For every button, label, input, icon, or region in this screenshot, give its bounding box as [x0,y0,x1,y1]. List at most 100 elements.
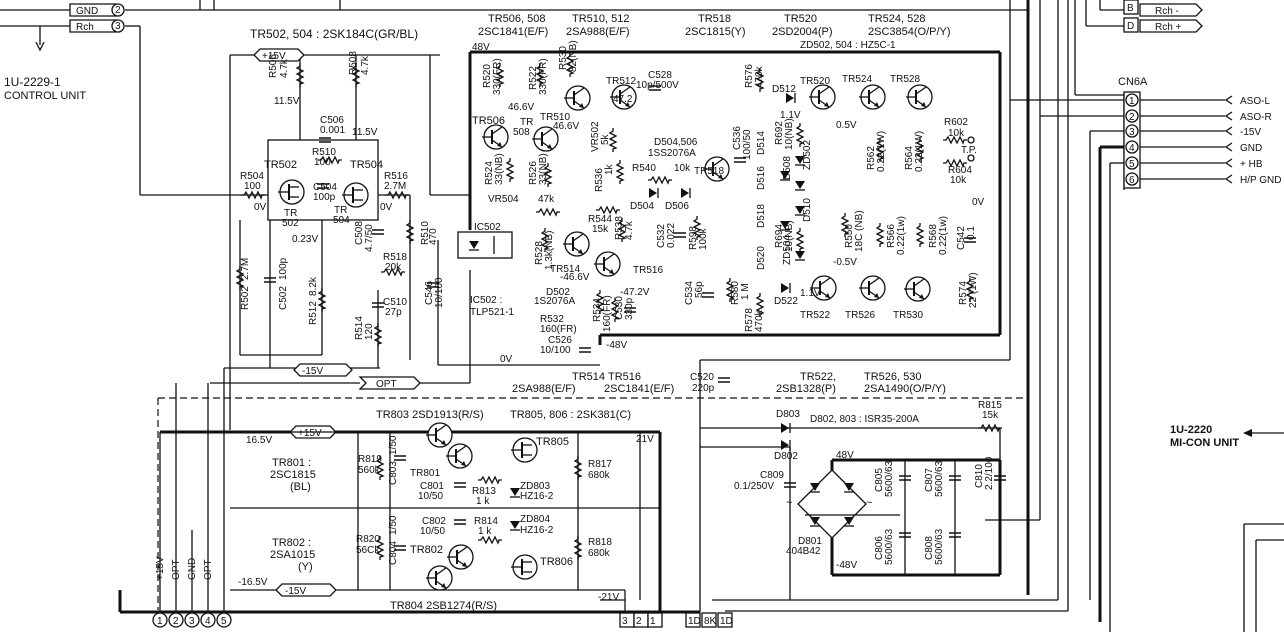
passive-components [236,52,1007,561]
r538: R538 [614,216,625,240]
heading-tr506-type: 2SC1841(E/F) [478,26,548,38]
tr504-symbol [341,182,369,208]
r814-value: 1 k [478,526,492,537]
c542: C542 [956,226,967,250]
left-unit-name: CONTROL UNIT [4,90,86,102]
c810-value: 2.2/100 [984,456,995,490]
tr803-symbol [425,422,453,448]
tr801-side-label: TR801 : [272,457,311,469]
r530-value: 82(NB) [568,40,579,72]
r562-value: 0.22(1W) [876,131,887,172]
r817-value: 680k [588,470,611,481]
r574-value: 22 (1W) [968,272,979,308]
c536-value: 100/50 [742,129,753,160]
volt-m47v2: -47.2V [620,287,650,298]
heading-tr526: TR526, 530 [864,371,921,383]
zd502-label: ZD502 [802,140,813,170]
c534: C534 [684,281,695,305]
cn6a-arrow [1224,126,1233,136]
volt-1v1-b: 1.1V [800,288,821,299]
bottom-pin-circle [168,612,184,628]
r544: R544 [588,214,612,225]
bottom-pin-label: GND [187,558,198,580]
heading-tr516-type: 2SC1841(E/F) [604,383,674,395]
right-unit-code: 1U-2220 [1170,424,1212,436]
c809-value: 0.1/250V [734,481,774,492]
heading-d802: D802, 803 : ISR35-200A [810,414,919,425]
r550-value: 18C (NB) [854,210,865,252]
r520: R520 [482,64,493,88]
c520: C520 [690,372,714,383]
tr806-symbol [510,554,538,580]
r580: R580 [730,281,741,305]
rail-0v-b: 0V [380,202,393,213]
cn6a-pin-label: H/P GND [1240,175,1282,186]
heading-tr522-type: 2SB1328(P) [776,383,836,395]
tr510-label: TR510 [540,112,570,123]
tr512-label: TR512 [606,76,636,87]
r820: R820 [356,534,380,545]
r692: R692 [774,121,785,145]
vr504: VR504 [488,194,519,205]
rail-m16v5: -16.5V [238,577,268,588]
cn6a-pin-label: + HB [1240,159,1263,170]
r564: R564 [904,146,915,170]
r514: R514 [354,316,365,340]
r578: R578 [744,308,755,332]
rail-m15: -15V [302,366,323,377]
c530-value: 330p [624,297,635,320]
zd804: ZD804 [520,514,550,525]
r580-value: 1 M [740,283,751,300]
r550: R550 [844,224,855,248]
tr516-symbol [593,251,621,277]
c803-value: 1/50 [388,435,399,455]
r522-value: 330(FR) [538,58,549,95]
c802: C802 [422,516,446,527]
c508-value: 4.7/50 [364,224,375,252]
r504-value: 100 [244,181,261,192]
heading-tr518: TR518 [698,13,731,25]
cn6a-pin-number: 1 [1129,96,1135,107]
heading-zd502: ZD502, 504 : HZ5C-1 [800,40,896,51]
gnd-top-label: GND [76,6,98,17]
tr524-symbol [858,84,886,110]
bottom-pin-number: 3 [189,616,195,627]
r574: R574 [958,281,969,305]
c801: C801 [420,481,444,492]
r526-value: 33(NB) [538,153,549,185]
tr520-label: TR520 [800,76,830,87]
bottom-pin-circle [152,612,168,628]
cn6a-pin-circle [1125,140,1139,154]
tr504-label: TR504 [350,159,383,171]
r508-value: 4.7k [360,55,371,75]
tr508-label: TR [520,117,533,128]
d504-506-type: 1SS2076A [648,148,696,159]
tr508-label-b: 508 [513,127,530,138]
volt-1v1-a: 1.1V [780,110,801,121]
bottom-pin-number: 1 [157,616,163,627]
tr504-label-c: 504 [333,215,350,226]
d518-label: D518 [756,204,767,228]
r604: R604 [948,165,972,176]
c805: C805 [874,468,885,492]
rch-minus-label: Rch - [1155,6,1179,17]
bottom-pin-circle [200,612,216,628]
c801-value: 10/50 [418,491,443,502]
r510-value: 100 [314,157,331,168]
tr502-label: TR502 [264,159,297,171]
tr520-symbol [808,84,836,110]
top-right-connector: B D Rch - Rch + [1123,0,1203,33]
cn6a-pin-number: 2 [1129,112,1135,123]
r502-value: 2.7M [240,258,251,280]
pin-2-label: 2 [115,5,121,16]
r516: R516 [384,171,408,182]
ic502-label: IC502 [474,222,501,233]
c542-value: 0.1 [966,226,977,240]
r694-value: 10(NB) [784,220,795,252]
heading-tr514-type: 2SA988(E/F) [512,383,576,395]
c803: C803 [388,461,399,485]
bottom-box-label: 1 [650,616,656,627]
